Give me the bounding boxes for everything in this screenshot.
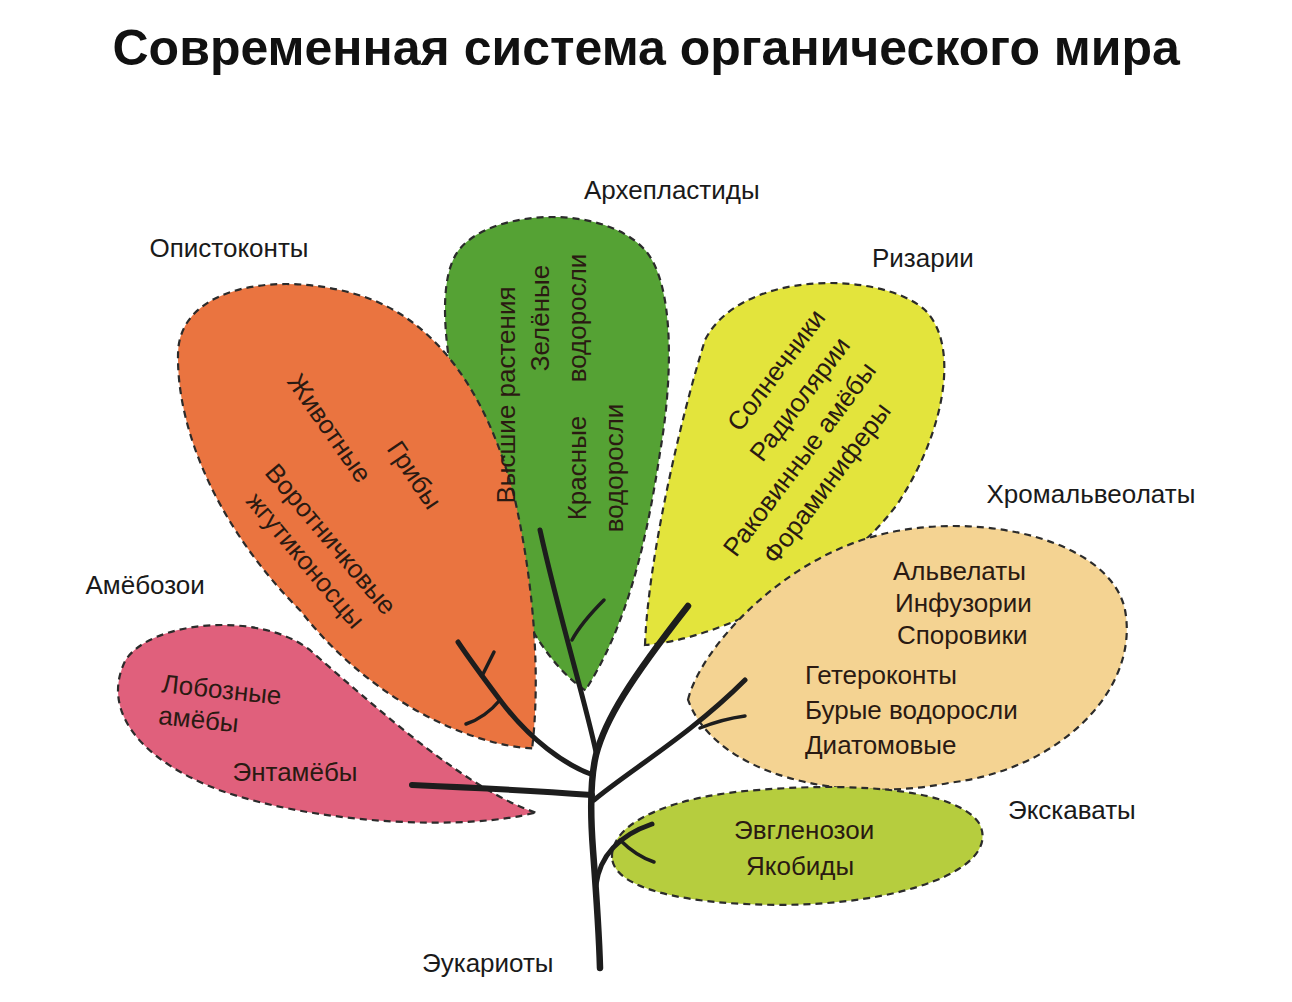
group-heading: Амёбозои xyxy=(86,569,205,601)
taxon-name-wrap: Диатомовые xyxy=(805,729,956,761)
taxon-name: Лобозные амёбы xyxy=(157,667,293,744)
group-heading-wrap: Ризарии xyxy=(872,242,974,274)
petal-shape xyxy=(441,213,673,694)
taxon-name: Животные xyxy=(281,367,379,488)
taxon-name-wrap: Грибы xyxy=(381,435,450,515)
taxon-name-wrap: Якобиды xyxy=(746,850,854,882)
taxon-name-wrap: Бурые водоросли xyxy=(805,694,1018,726)
taxon-name-wrap: Энтамёбы xyxy=(232,756,357,788)
taxon-name: Зелёные водоросли xyxy=(522,245,596,390)
taxon-name: Альвелаты xyxy=(893,555,1026,587)
taxon-name-wrap: Гетероконты xyxy=(805,659,957,691)
taxon-name: Красные водоросли xyxy=(559,395,633,540)
group-heading-wrap: Амёбозои xyxy=(86,569,205,601)
clade-petal: ЭкскаватыЭвгленозоиЯкобиды xyxy=(608,783,987,909)
title-wrap: Современная система органического мира xyxy=(113,18,1180,78)
group-heading-wrap: Экскаваты xyxy=(1008,794,1136,826)
taxon-name-wrap: Зелёные водоросли xyxy=(522,245,596,390)
taxon-name-wrap: Воротничковые жгутиконосцы xyxy=(222,445,414,656)
petal-shape xyxy=(608,783,987,909)
taxon-name-wrap: Инфузории xyxy=(895,587,1032,619)
taxon-name: Якобиды xyxy=(746,850,854,882)
petal-outline xyxy=(118,625,535,823)
group-heading-wrap: Хромальвеолаты xyxy=(987,478,1196,510)
group-heading: Опистоконты xyxy=(150,232,309,264)
diagram-title: Современная система органического мира xyxy=(113,18,1180,78)
taxon-name: Энтамёбы xyxy=(232,756,357,788)
petal-outline xyxy=(612,787,983,905)
group-heading-wrap: Архепластиды xyxy=(584,174,760,206)
taxon-name: Гетероконты xyxy=(805,659,957,691)
taxon-name-wrap: Животные xyxy=(281,367,379,488)
group-heading: Хромальвеолаты xyxy=(987,478,1196,510)
taxon-name-wrap: Красные водоросли xyxy=(559,395,633,540)
root-label: Эукариоты xyxy=(422,947,554,979)
group-heading: Ризарии xyxy=(872,242,974,274)
clade-petal: АмёбозоиЛобозные амёбыЭнтамёбы xyxy=(114,621,539,827)
taxon-name: Высшие растения xyxy=(489,286,521,503)
clade-petal: ХромальвеолатыАльвелатыИнфузорииСпоровик… xyxy=(684,522,1131,794)
taxon-name: Споровики xyxy=(897,619,1027,651)
taxon-name-wrap: Лобозные амёбы xyxy=(157,667,293,744)
taxon-name-wrap: Альвелаты xyxy=(893,555,1026,587)
taxon-name: Эвгленозои xyxy=(734,814,874,846)
taxon-name: Грибы xyxy=(381,435,450,515)
taxon-name: Бурые водоросли xyxy=(805,694,1018,726)
tree-trunk xyxy=(591,606,688,968)
taxon-name-wrap: Высшие растения xyxy=(489,286,521,503)
label-wrap: Эукариоты xyxy=(422,947,554,979)
taxon-name-wrap: Споровики xyxy=(897,619,1027,651)
group-heading: Архепластиды xyxy=(584,174,760,206)
taxon-name: Диатомовые xyxy=(805,729,956,761)
petal-outline xyxy=(688,526,1127,790)
group-heading: Экскаваты xyxy=(1008,794,1136,826)
taxon-name-wrap: Эвгленозои xyxy=(734,814,874,846)
group-heading-wrap: Опистоконты xyxy=(150,232,309,264)
taxon-name: Воротничковые жгутиконосцы xyxy=(222,445,414,656)
taxon-name: Инфузории xyxy=(895,587,1032,619)
clade-petal: АрхепластидыВысшие растенияЗелёные водор… xyxy=(441,213,673,694)
